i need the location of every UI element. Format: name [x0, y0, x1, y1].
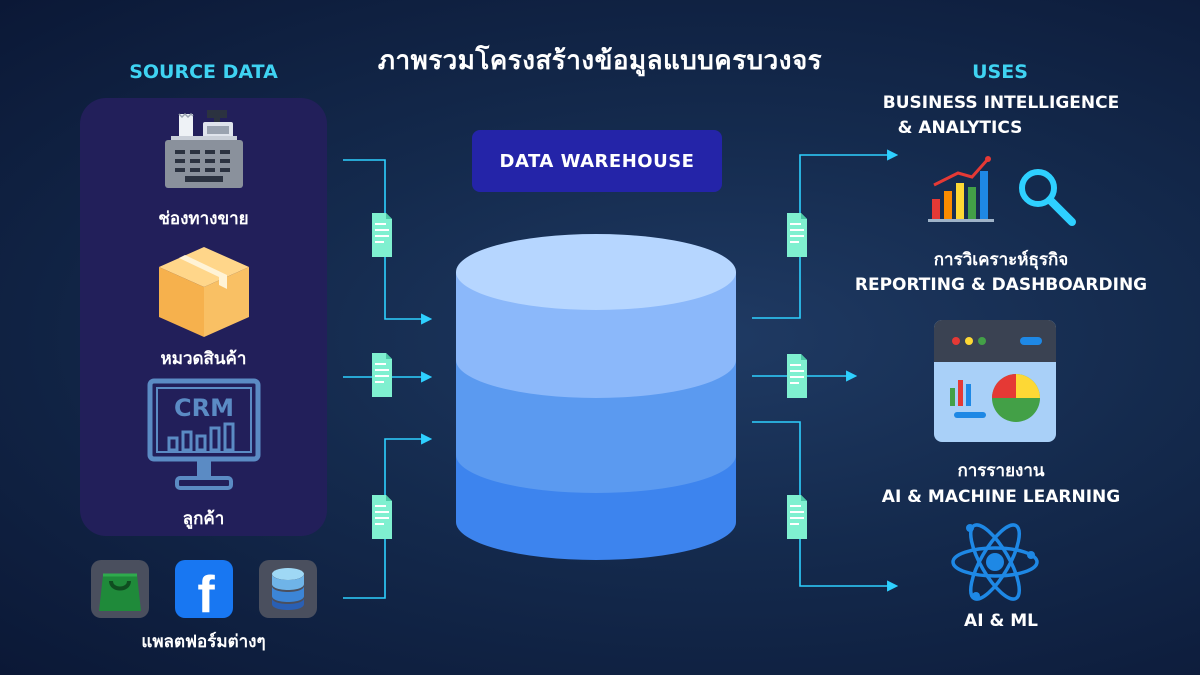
ai-title: AI & MACHINE LEARNING [881, 487, 1121, 507]
facebook-icon: f [175, 560, 233, 618]
customer-label: ลูกค้า [182, 509, 225, 529]
data-warehouse-box: DATA WAREHOUSE [472, 130, 722, 192]
bi-title-line-2: & ANALYTICS [897, 118, 1023, 138]
document-icon [372, 353, 392, 397]
document-icon [372, 213, 392, 257]
uses-heading: USES [972, 61, 1028, 83]
reporting-caption: การรายงาน [957, 461, 1045, 481]
page-title: ภาพรวมโครงสร้างข้อมูลแบบครบวงจร [377, 46, 823, 76]
bi-caption: การวิเคราะห์ธุรกิจ [933, 250, 1069, 270]
bi-title-line-1: BUSINESS INTELLIGENCE [882, 93, 1120, 113]
cash-register-icon [163, 108, 245, 190]
atom-icon [950, 522, 1040, 602]
warehouse-cylinder-icon [456, 234, 736, 560]
product-box-icon [155, 243, 253, 341]
facebook-glyph: f [197, 566, 215, 618]
database-icon [259, 560, 317, 618]
magnifier-icon [1016, 166, 1078, 228]
document-icon [787, 213, 807, 257]
dashboard-window-icon [934, 320, 1056, 442]
sales-channel-label: ช่องทางขาย [158, 209, 249, 229]
reporting-title: REPORTING & DASHBOARDING [854, 275, 1148, 295]
product-category-label: หมวดสินค้า [160, 349, 247, 369]
document-icon [787, 495, 807, 539]
shopping-bag-icon [91, 560, 149, 618]
document-icon [787, 354, 807, 398]
bar-chart-icon [928, 155, 998, 223]
crm-text: CRM [174, 394, 234, 422]
source-data-heading: SOURCE DATA [129, 61, 278, 83]
crm-monitor-icon: CRM [147, 378, 261, 494]
platforms-label: แพลตฟอร์มต่างๆ [141, 632, 266, 652]
document-icon [372, 495, 392, 539]
ai-caption: AI & ML [964, 611, 1038, 631]
